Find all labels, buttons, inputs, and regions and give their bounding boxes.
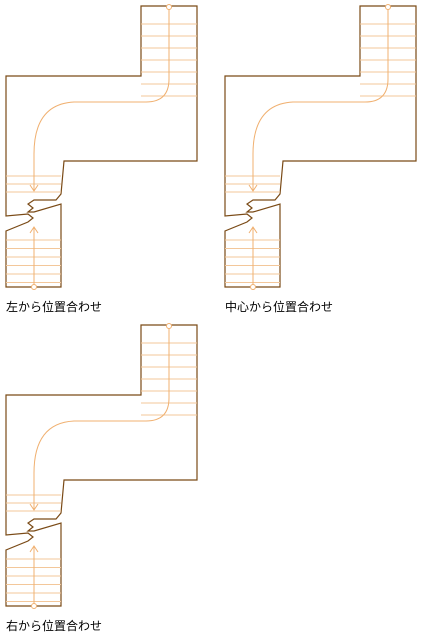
walk-line [252,8,389,190]
walk-start-node [166,323,172,329]
walk-arrow-down [29,184,39,192]
walk-end-node [250,284,256,290]
walk-start-node [385,4,391,10]
stair-outline [5,324,198,607]
walk-arrow-up [29,226,39,234]
stair-diagram-right [5,323,198,609]
caption-center: 中心から位置合わせ [225,300,334,314]
walk-start-node [166,4,172,10]
walk-arrow-up [29,545,39,553]
walk-arrow-down [248,184,258,192]
stair-outline [5,5,198,288]
walk-line [33,8,170,190]
walk-line [33,327,170,509]
walk-end-node [31,603,37,609]
stair-panel-center: 中心から位置合わせ [223,4,422,314]
stair-diagram-left [5,4,198,290]
stair-panel-left: 左から位置合わせ [4,4,204,314]
stair-panel-right: 右から位置合わせ [4,323,204,633]
stair-diagram-center [224,4,417,290]
stair-outline [224,5,417,288]
caption-right: 右から位置合わせ [6,619,103,633]
walk-arrow-up [248,226,258,234]
caption-left: 左から位置合わせ [6,300,103,314]
walk-arrow-down [29,503,39,511]
walk-end-node [31,284,37,290]
